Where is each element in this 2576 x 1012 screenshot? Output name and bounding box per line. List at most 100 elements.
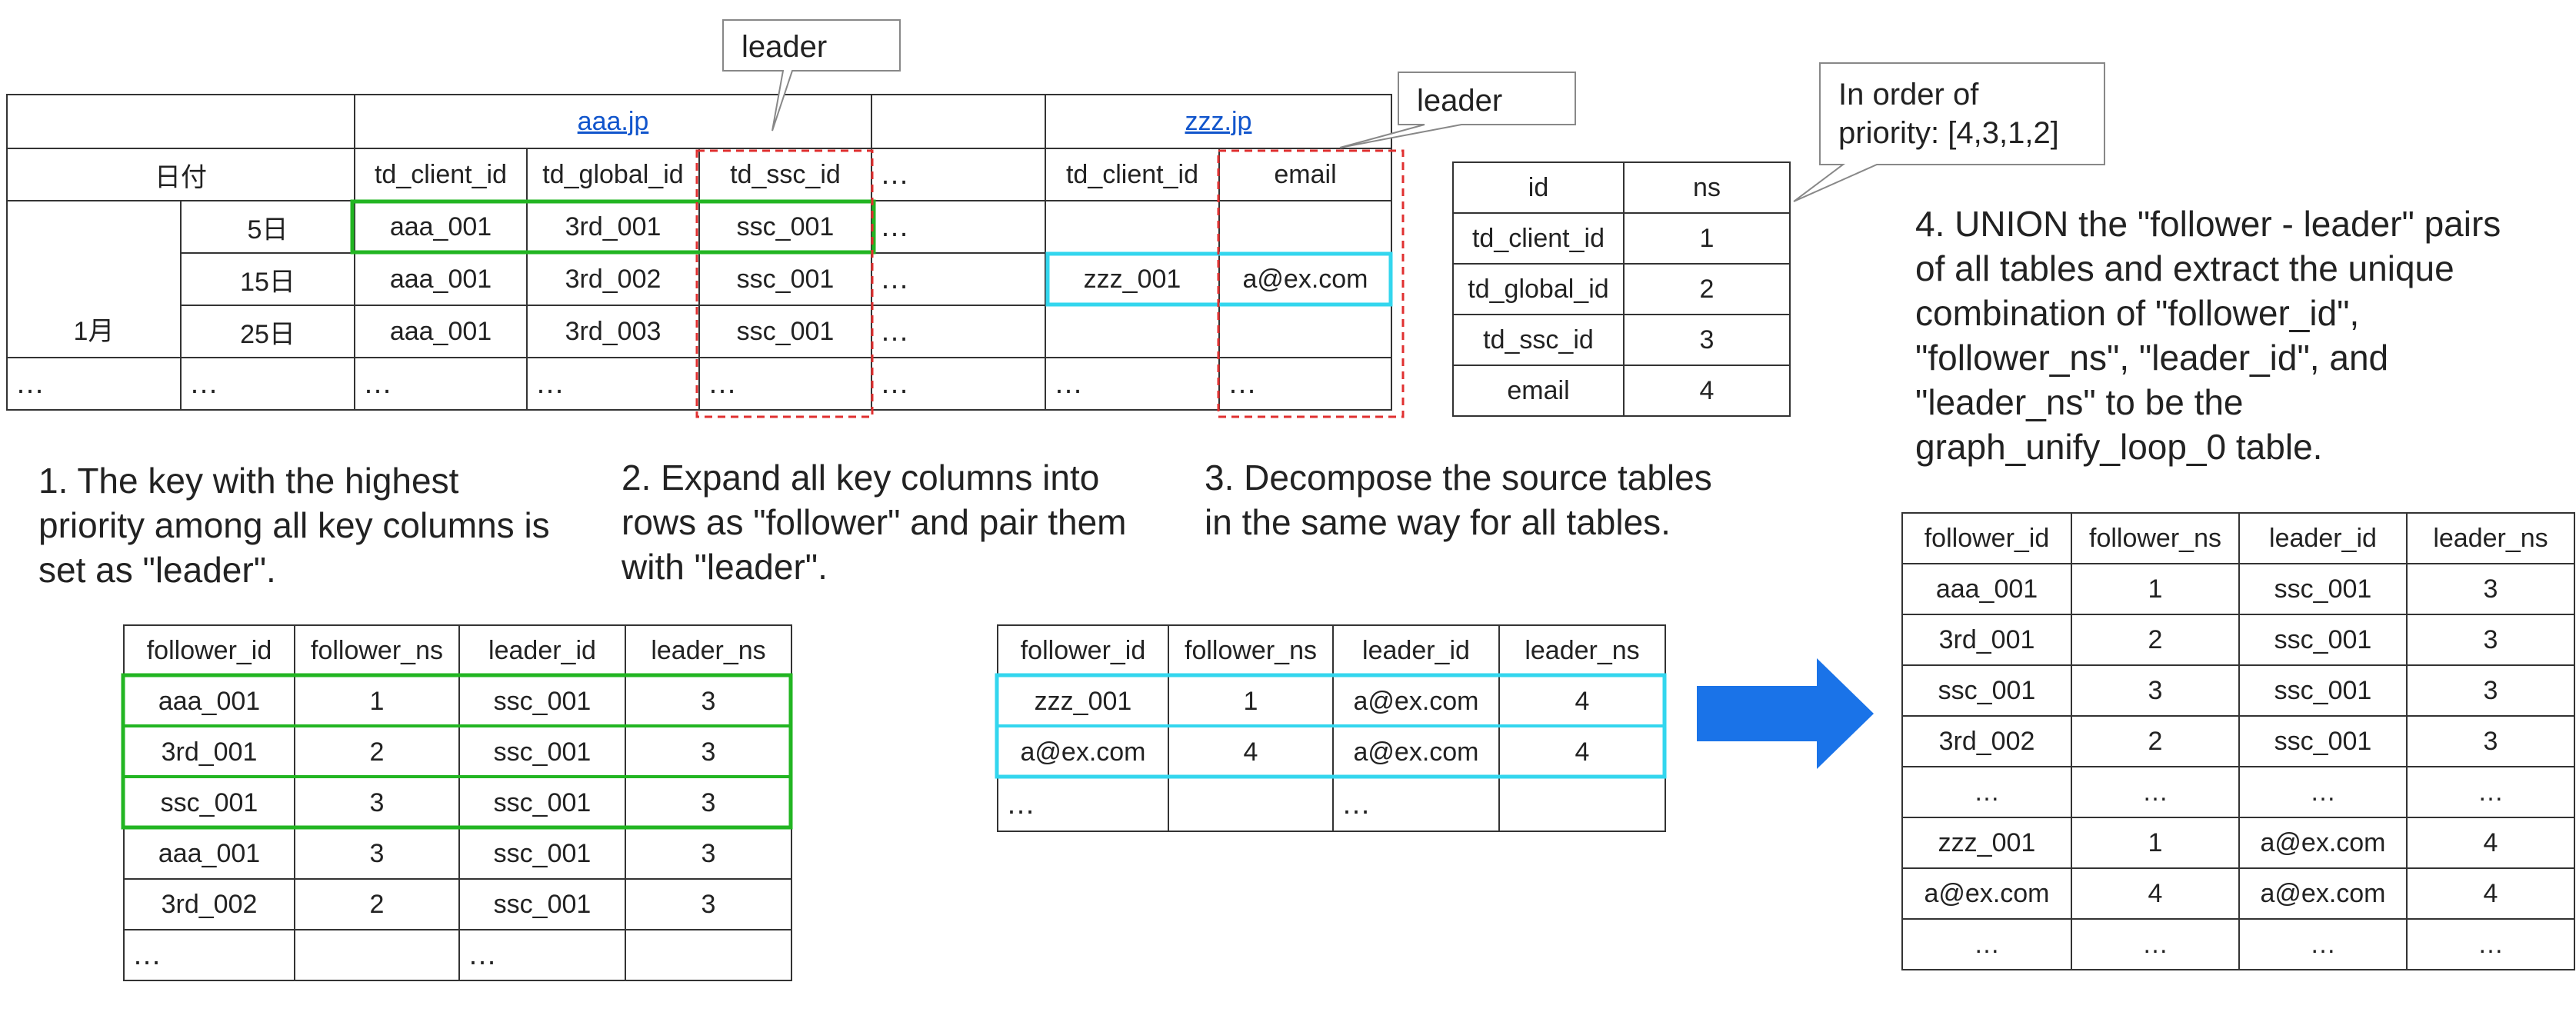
step-4-line: graph_unify_loop_0 table. (1915, 427, 2323, 467)
ns-table-header: id (1452, 161, 1625, 214)
step-4-line: combination of "follower_id", (1915, 293, 2360, 333)
table-cell: ssc_001 (698, 200, 872, 254)
result-table-cell: 3 (2071, 664, 2240, 717)
pair-table-cell: ssc_001 (458, 827, 626, 880)
result-table-cell: 3 (2406, 715, 2575, 767)
step-2-line: with "leader". (622, 547, 828, 587)
pair-table-cell: … (458, 929, 626, 981)
pair-table-header: leader_id (458, 624, 626, 677)
domain-link-zzz[interactable]: zzz.jp (1185, 106, 1252, 136)
step-1-line: set as "leader". (38, 550, 276, 590)
table-cell: … (871, 252, 1046, 306)
day-cell: 5日 (180, 200, 355, 254)
result-table-cell: 3 (2406, 563, 2575, 615)
step-1-line: priority among all key columns is (38, 505, 550, 545)
priority-callout (1793, 62, 2105, 202)
leader-callout-label: leader (741, 30, 827, 64)
result-table-header: follower_id (1901, 512, 2072, 564)
ellipsis-cell: … (354, 357, 528, 411)
step-2-line: rows as "follower" and pair them (622, 502, 1127, 542)
day-cell: 15日 (180, 252, 355, 306)
pair-table-cell: zzz_001 (997, 675, 1169, 727)
pair-table-cell (625, 929, 792, 981)
ns-table-cell: 1 (1623, 212, 1791, 265)
result-table-cell: … (2071, 766, 2240, 818)
pair-table-cell: 3 (625, 726, 792, 778)
result-table-cell: ssc_001 (2238, 664, 2408, 717)
result-table-cell: 1 (2071, 817, 2240, 869)
pair-table-cell: 1 (294, 675, 460, 727)
result-table-cell: 3 (2406, 664, 2575, 717)
leader-callout-label: leader (1417, 84, 1502, 118)
pair-table-header: leader_id (1332, 624, 1500, 677)
pair-table-cell: 2 (294, 726, 460, 778)
result-table-cell: 3rd_001 (1901, 614, 2072, 666)
ns-table-cell: email (1452, 365, 1625, 417)
ellipsis-cell: … (1218, 357, 1392, 411)
result-table-cell: ssc_001 (2238, 563, 2408, 615)
leader-column-highlight (1217, 149, 1405, 418)
result-table: follower_id follower_ns leader_id leader… (1901, 512, 2575, 970)
domain-link-aaa[interactable]: aaa.jp (577, 106, 649, 136)
ns-table-cell: 2 (1623, 263, 1791, 315)
table-cell (1218, 200, 1392, 254)
pair-table-header: leader_ns (625, 624, 792, 677)
pair-table-cell: ssc_001 (458, 777, 626, 829)
step-4-description: 4. UNION the "follower - leader" pairs o… (1915, 201, 2501, 469)
pair-table-cell (294, 929, 460, 981)
priority-callout-label: priority: [4,3,1,2] (1838, 116, 2059, 150)
month-cell: 1月 (6, 200, 182, 358)
leader-callout (1339, 72, 1576, 148)
column-header: td_client_id (1045, 148, 1220, 201)
pair-table-cell: aaa_001 (123, 827, 295, 880)
result-table-cell: ssc_001 (2238, 715, 2408, 767)
step-4-line: "leader_ns" to be the (1915, 382, 2244, 422)
pair-table-cell: … (123, 929, 295, 981)
ns-table: id ns td_client_id 1 td_global_id 2 td_s… (1452, 161, 1791, 417)
result-table-cell: aaa_001 (1901, 563, 2072, 615)
pair-table-cell: a@ex.com (1332, 726, 1500, 778)
green-highlight-box (350, 199, 876, 255)
pair-table-header: follower_id (997, 624, 1169, 677)
result-table-cell: 4 (2406, 817, 2575, 869)
result-table-cell: 1 (2071, 563, 2240, 615)
step-3-description: 3. Decompose the source tables in the sa… (1205, 455, 1712, 544)
result-table-cell: 2 (2071, 715, 2240, 767)
pair-table-header: follower_ns (294, 624, 460, 677)
pair-table-cell: 3 (294, 827, 460, 880)
pair-table-cell: ssc_001 (458, 675, 626, 727)
source-table-gap-cell (871, 94, 1046, 149)
leader-callout (722, 19, 901, 131)
pair-table-cell: … (1332, 777, 1500, 832)
pair-table-cell (1498, 777, 1666, 832)
result-table-cell: 3rd_002 (1901, 715, 2072, 767)
ns-table-cell: td_client_id (1452, 212, 1625, 265)
step-3-line: in the same way for all tables. (1205, 502, 1671, 542)
result-table-cell: a@ex.com (2238, 867, 2408, 920)
result-table-header: leader_id (2238, 512, 2408, 564)
source-table-corner-cell (6, 94, 355, 149)
result-table-cell: 3 (2406, 614, 2575, 666)
table-cell: ssc_001 (698, 305, 872, 358)
result-table-cell: … (2406, 766, 2575, 818)
day-cell: 25日 (180, 305, 355, 358)
pair-table-cell: 3 (625, 878, 792, 930)
pair-table-header: follower_id (123, 624, 295, 677)
step-4-line: "follower_ns", "leader_id", and (1915, 338, 2389, 378)
domain-header-aaa: aaa.jp (354, 94, 872, 149)
leader-column-highlight (695, 149, 874, 418)
pair-table-cell: ssc_001 (123, 777, 295, 829)
result-table-cell: 4 (2071, 867, 2240, 920)
ns-table-cell: td_ssc_id (1452, 314, 1625, 366)
table-cell: … (871, 200, 1046, 254)
result-table-cell: ssc_001 (1901, 664, 2072, 717)
result-table-header: leader_ns (2406, 512, 2575, 564)
result-table-cell: ssc_001 (2238, 614, 2408, 666)
result-table-cell: … (2238, 918, 2408, 970)
table-cell: aaa_001 (354, 200, 528, 254)
source-table: aaa.jp zzz.jp 日付 td_client_id td_global_… (6, 94, 1392, 411)
ns-table-cell: 3 (1623, 314, 1791, 366)
pair-table-cell: 4 (1498, 675, 1666, 727)
pair-table-cell: 3rd_002 (123, 878, 295, 930)
